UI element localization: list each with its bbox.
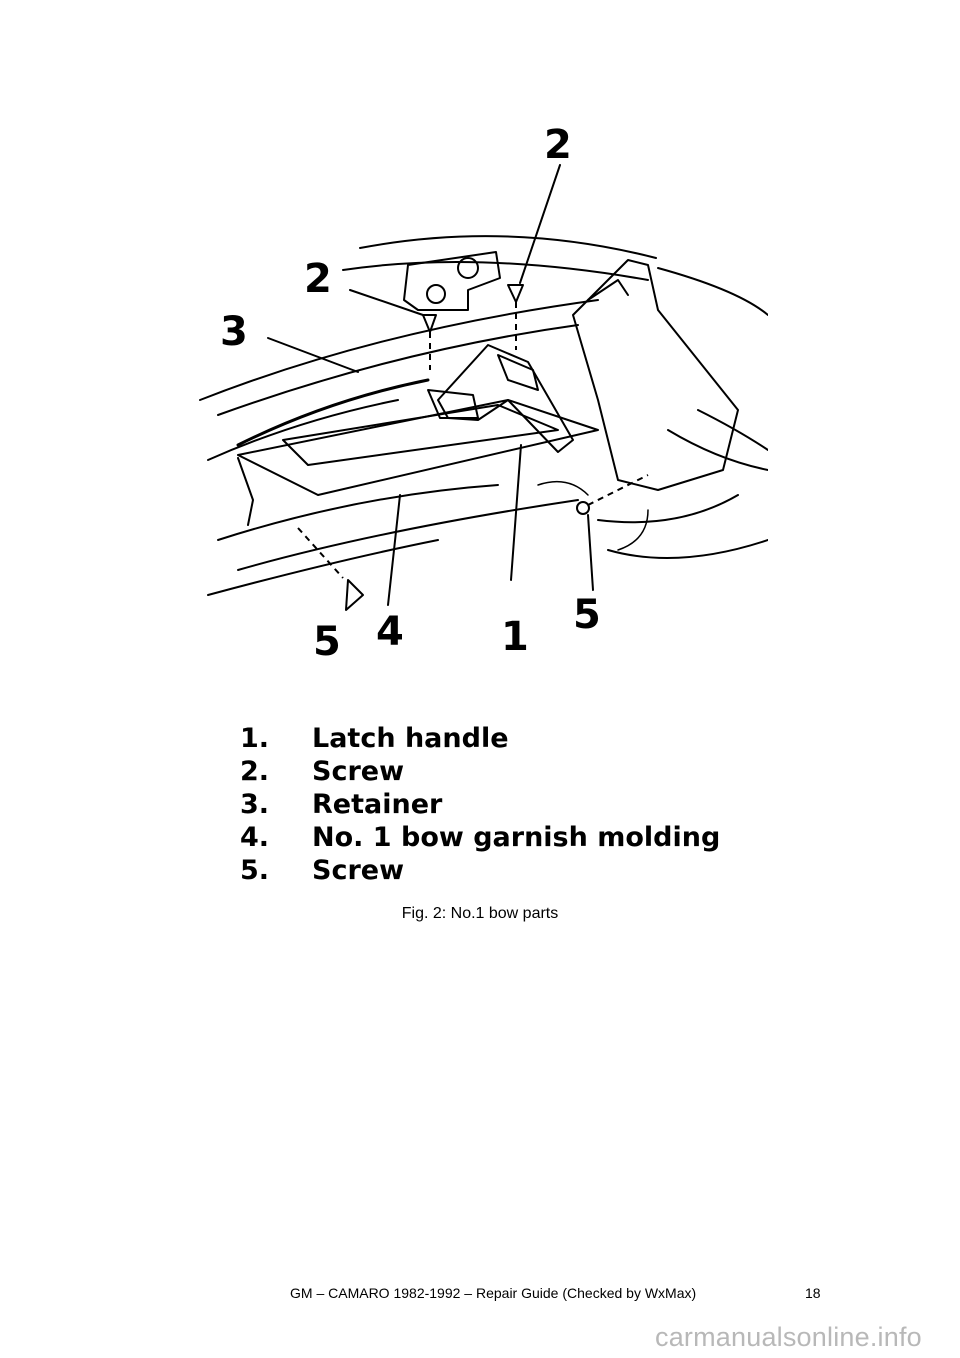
legend-num-1: 1. xyxy=(240,723,269,754)
legend-num-5: 5. xyxy=(240,855,269,886)
callout-3: 3 xyxy=(220,309,248,355)
callout-2-top: 2 xyxy=(544,122,572,168)
legend-num-4: 4. xyxy=(240,822,269,853)
callout-5-left: 5 xyxy=(313,619,341,665)
parts-legend: 1. Latch handle 2. Screw 3. Retainer 4. … xyxy=(240,723,720,886)
legend-text-3: Retainer xyxy=(312,789,443,820)
legend-text-1: Latch handle xyxy=(312,723,509,754)
legend-num-2: 2. xyxy=(240,756,269,787)
watermark: carmanualsonline.info xyxy=(655,1322,922,1352)
page-number: 18 xyxy=(805,1285,821,1301)
callout-2-left: 2 xyxy=(304,256,332,302)
legend-text-4: No. 1 bow garnish molding xyxy=(312,822,720,853)
repair-figure: 2 2 3 5 4 1 5 1. Latch handle 2. Screw 3… xyxy=(178,100,768,905)
callout-5-right: 5 xyxy=(573,592,601,638)
legend-text-5: Screw xyxy=(312,855,404,886)
figure-caption: Fig. 2: No.1 bow parts xyxy=(401,905,559,922)
footer-title: GM – CAMARO 1982-1992 – Repair Guide (Ch… xyxy=(290,1285,697,1301)
legend-text-2: Screw xyxy=(312,756,404,787)
legend-num-3: 3. xyxy=(240,789,269,820)
callout-1: 1 xyxy=(501,614,529,660)
callout-4: 4 xyxy=(376,609,404,655)
bow-illustration xyxy=(199,164,768,611)
